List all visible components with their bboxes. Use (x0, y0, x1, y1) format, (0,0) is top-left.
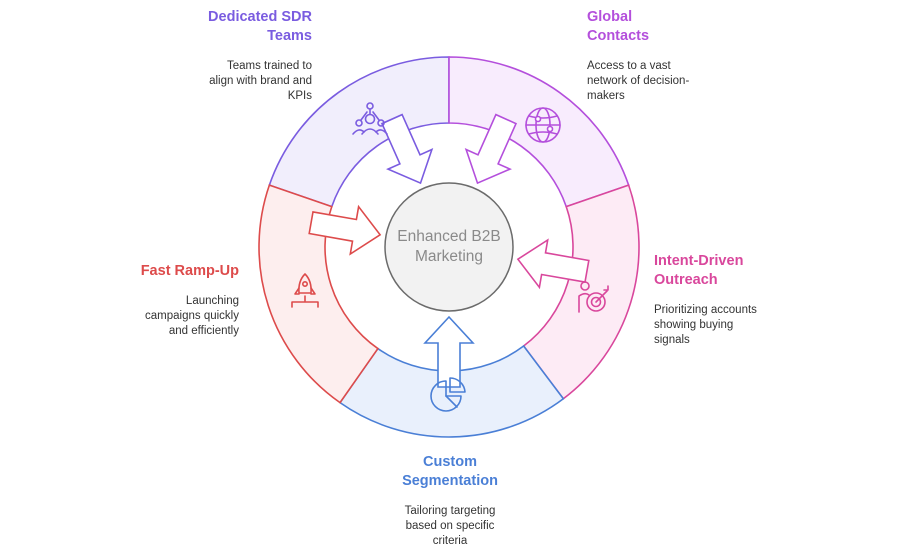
icon-layer (291, 102, 609, 412)
label-intent: Intent-Driven Outreach Prioritizing acco… (654, 252, 854, 348)
arrow-sdr (380, 113, 434, 185)
intent-title: Intent-Driven Outreach (654, 253, 744, 288)
center-label-line-2: Marketing (415, 248, 483, 265)
global-title: Global Contacts (587, 9, 650, 44)
segmentation-title: Custom Segmentation (402, 454, 498, 489)
label-global: Global Contacts Access to a vast network… (587, 8, 767, 104)
arrow-global (464, 113, 518, 185)
label-rampup: Fast Ramp-Up Launching campaigns quickly… (39, 262, 239, 339)
center-label-line-1: Enhanced B2B (397, 228, 500, 245)
globe-network-icon (525, 107, 561, 143)
arrow-rampup (308, 204, 382, 256)
pie-chart-icon (430, 377, 466, 412)
global-description: Access to a vast network of decision- ma… (587, 60, 690, 102)
center-circle (384, 182, 514, 312)
sdr-title: Dedicated SDR Teams (208, 9, 312, 44)
person-target-icon (578, 281, 609, 313)
rocket-launch-icon (291, 273, 319, 308)
segment-intent (522, 184, 640, 400)
team-network-icon (352, 102, 388, 135)
rampup-description: Launching campaigns quickly and efficien… (145, 295, 239, 337)
label-sdr: Dedicated SDR Teams Teams trained to ali… (132, 8, 312, 104)
arrow-intent (516, 238, 590, 290)
intent-description: Prioritizing accounts showing buying sig… (654, 304, 757, 346)
sdr-description: Teams trained to align with brand and KP… (209, 60, 312, 102)
arrow-layer (308, 113, 590, 388)
arrow-segmentation (423, 315, 475, 388)
segment-rampup (258, 184, 379, 404)
segmentation-description: Tailoring targeting based on specific cr… (404, 505, 496, 547)
rampup-title: Fast Ramp-Up (140, 263, 239, 279)
center-hub: Enhanced B2B Marketing (384, 182, 514, 312)
label-segmentation: Custom Segmentation Tailoring targeting … (350, 453, 550, 549)
